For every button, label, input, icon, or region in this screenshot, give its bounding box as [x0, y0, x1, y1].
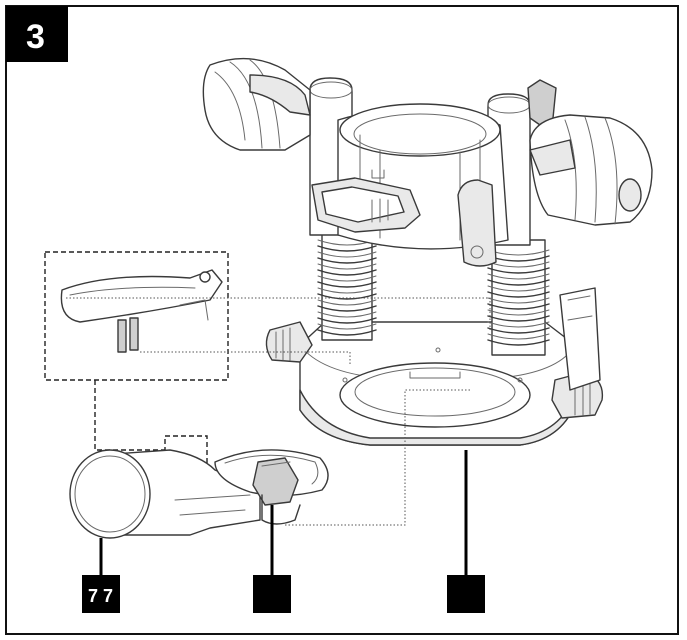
figure-number-badge: 3 — [6, 6, 68, 62]
right-spring — [487, 239, 550, 356]
clamp-lever — [311, 177, 421, 233]
figure-number: 3 — [26, 18, 45, 56]
callout-right — [447, 575, 485, 613]
callout-middle — [253, 575, 291, 613]
plunge-base — [202, 57, 653, 446]
callout-left-text: 7 7 — [88, 586, 113, 606]
right-handle — [529, 114, 653, 226]
left-spring — [317, 229, 377, 341]
dust-adapter — [69, 449, 329, 539]
detail-inset — [44, 251, 229, 381]
left-handle — [202, 57, 311, 151]
callout-left: 7 7 — [82, 575, 120, 613]
